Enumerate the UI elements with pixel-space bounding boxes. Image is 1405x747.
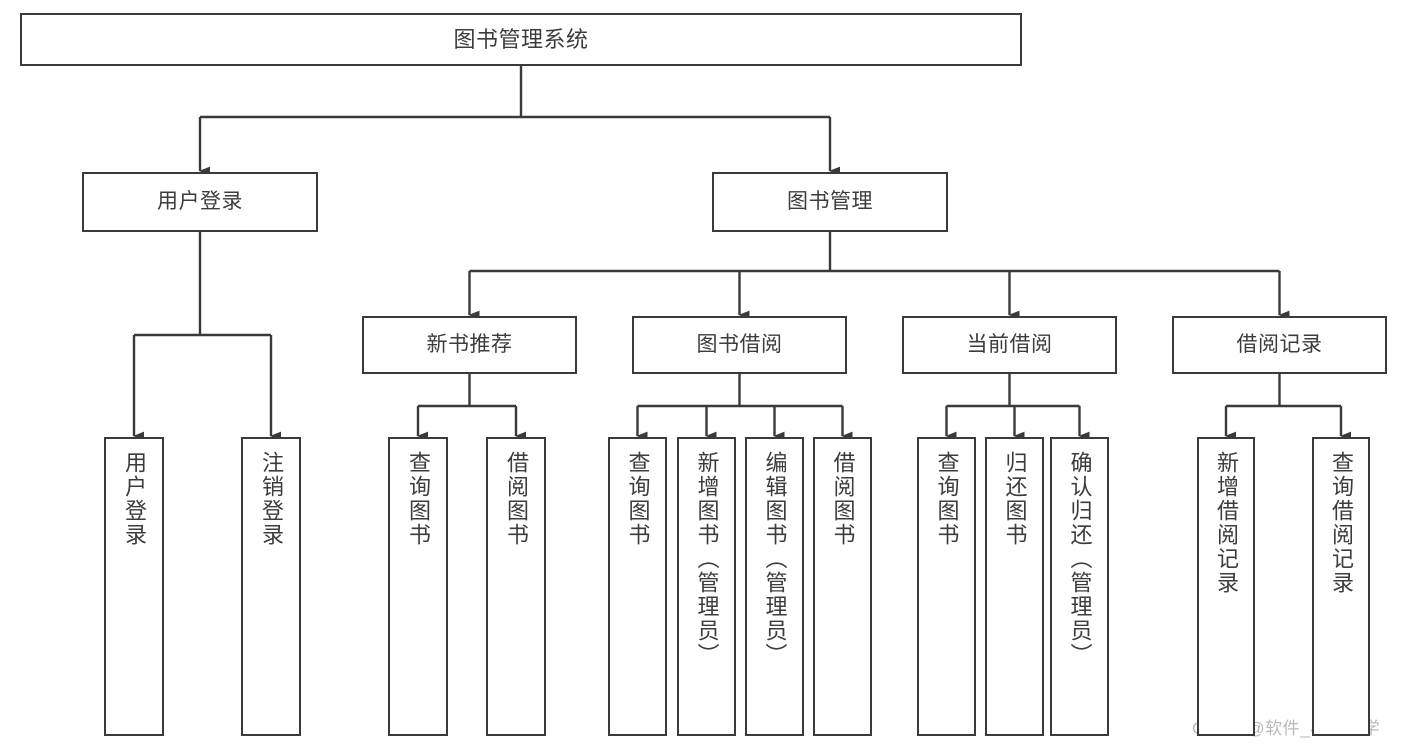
node-label: 确认归还（管理员）: [1067, 451, 1093, 667]
node-label: 新书推荐: [426, 332, 513, 356]
node-label: 查询图书: [934, 451, 960, 547]
node-label: 查询图书: [625, 451, 651, 547]
node-label: 注销登录: [259, 451, 284, 547]
node-label: 用户登录: [157, 189, 243, 213]
node-label: 查询图书: [406, 451, 431, 547]
node-label: 用户登录: [122, 451, 147, 547]
node-borrow-record[interactable]: 借阅记录: [1172, 316, 1387, 374]
node-book-manage[interactable]: 图书管理: [712, 172, 948, 232]
node-leaf-add-book[interactable]: 新增图书（管理员）: [677, 437, 736, 736]
node-label: 新增借阅记录: [1214, 451, 1239, 595]
node-leaf-query-record[interactable]: 查询借阅记录: [1312, 437, 1370, 736]
node-label: 图书管理: [787, 189, 873, 213]
node-label: 查询借阅记录: [1329, 451, 1354, 595]
node-new-book-rec[interactable]: 新书推荐: [362, 316, 577, 374]
node-leaf-edit-book[interactable]: 编辑图书（管理员）: [745, 437, 804, 736]
node-label: 借阅图书: [504, 451, 529, 547]
node-leaf-logout[interactable]: 注销登录: [241, 437, 301, 736]
node-current-borrow[interactable]: 当前借阅: [902, 316, 1117, 374]
node-leaf-query-book-3[interactable]: 查询图书: [917, 437, 976, 736]
node-leaf-query-book-1[interactable]: 查询图书: [388, 437, 448, 736]
node-leaf-user-login[interactable]: 用户登录: [104, 437, 164, 736]
node-leaf-borrow-book-2[interactable]: 借阅图书: [813, 437, 872, 736]
node-label: 借阅记录: [1236, 332, 1323, 356]
node-leaf-add-record[interactable]: 新增借阅记录: [1197, 437, 1255, 736]
node-label: 图书借阅: [696, 332, 783, 356]
node-label: 借阅图书: [830, 451, 856, 547]
node-leaf-borrow-book-1[interactable]: 借阅图书: [486, 437, 546, 736]
node-leaf-return-book[interactable]: 归还图书: [985, 437, 1044, 736]
node-leaf-query-book-2[interactable]: 查询图书: [608, 437, 667, 736]
node-label: 新增图书（管理员）: [694, 451, 720, 667]
node-label: 当前借阅: [966, 332, 1053, 356]
node-label: 编辑图书（管理员）: [762, 451, 788, 667]
node-label: 图书管理系统: [453, 26, 589, 52]
node-root[interactable]: 图书管理系统: [20, 13, 1022, 66]
node-leaf-confirm-return[interactable]: 确认归还（管理员）: [1050, 437, 1109, 736]
node-label: 归还图书: [1002, 451, 1028, 547]
node-user-login[interactable]: 用户登录: [82, 172, 318, 232]
node-book-borrow[interactable]: 图书借阅: [632, 316, 847, 374]
